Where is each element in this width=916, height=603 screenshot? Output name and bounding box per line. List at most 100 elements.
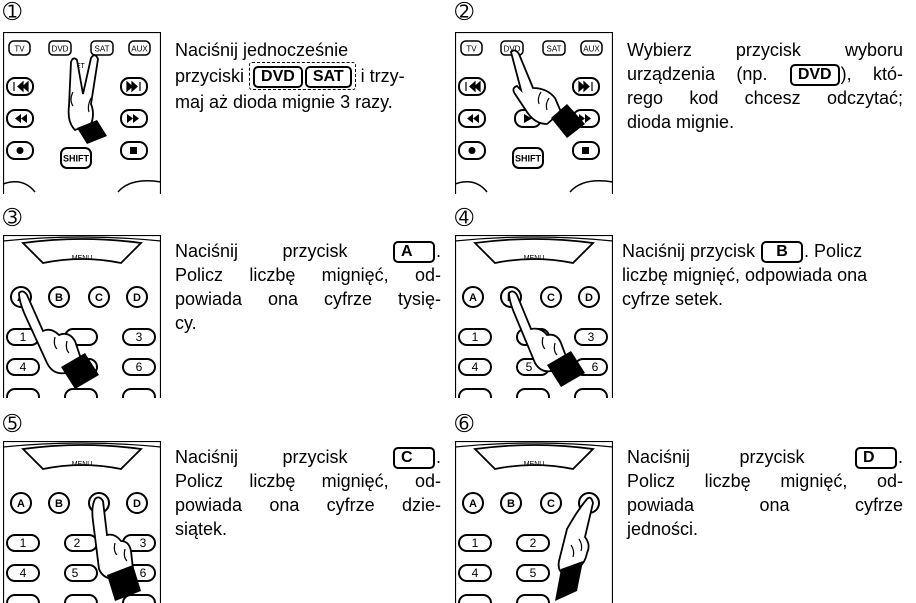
step-1-sat-button: SAT (304, 66, 352, 88)
key-6-label: 6 (136, 360, 143, 374)
step-4-line-2: liczbę mignięć, odpowiada ona (622, 265, 868, 285)
step-2-number: ➁ (455, 0, 474, 25)
key-3-label: 3 (588, 330, 595, 344)
step-2-line-4: dioda mignie. (627, 112, 735, 132)
step-1-number: ➀ (3, 0, 22, 25)
step-3-line-2: Policz liczbę mignięć, od- (175, 265, 441, 285)
menu-key-label: MENU (72, 255, 93, 262)
step-5-line-3: powiada ona cyfrze dzie- (175, 495, 441, 515)
aux-key-label: AUX (131, 45, 148, 54)
step-3-number: ➂ (3, 206, 22, 231)
step-6-line-2: Policz liczbę mignięć, od- (627, 471, 903, 491)
step-4-line-1: Naciśnij przycisk B. Policz (622, 239, 912, 263)
step-6-d-button: D (854, 447, 897, 469)
shift-key-label: SHIFT (515, 154, 542, 164)
key-4-label: 4 (20, 566, 27, 580)
dvd-key-label: DVD (52, 45, 69, 54)
menu-key-label: MENU (72, 461, 93, 468)
key-d-label: D (133, 498, 141, 510)
step-6-line-1-text: Naciśnij przycisk (627, 447, 805, 467)
step-4-number: ➃ (455, 206, 474, 231)
step-2-line-2-text: urządzenia (np. (627, 64, 768, 84)
step-1-line-1: Naciśnij jednocześnie (175, 40, 349, 60)
key-c-label: C (95, 292, 103, 304)
key-a-label: A (17, 498, 25, 510)
key-5-label: 5 (526, 360, 533, 374)
key-2-label: 2 (530, 536, 537, 550)
key-1-label: 1 (472, 330, 479, 344)
step-5-c-button: C (392, 447, 435, 469)
step-2-line-1: Wybierz przycisk wyboru (627, 40, 903, 60)
step-6-number: ➅ (455, 412, 474, 437)
key-3-label: 3 (136, 330, 143, 344)
shift-key-label: SHIFT (63, 154, 90, 164)
step-5-instruction: Naciśnij przycisk C. Policz liczbę migni… (175, 445, 441, 541)
step-1-line-2-text: przyciski (175, 66, 245, 86)
step-2-line-2: urządzenia (np. DVD), któ- (627, 62, 903, 86)
step-5-line-4: siątek. (175, 519, 228, 539)
step-6-line-1: Naciśnij przycisk D. (627, 445, 903, 469)
step-2-remote-illustration: TV DVD SAT AUX SHIFT (455, 32, 613, 194)
step-6-line-1-tail: . (897, 447, 903, 467)
step-2-line-3: rego kod chcesz odczytać; (627, 88, 903, 108)
key-a-label: A (469, 498, 477, 510)
sat-key-label: SAT (95, 45, 110, 54)
key-4-label: 4 (472, 360, 479, 374)
step-1-remote-illustration: TV DVD SAT AUX SET SHIFT (3, 32, 161, 194)
tv-key-label: TV (14, 45, 25, 54)
step-5-line-1-text: Naciśnij przycisk (175, 447, 348, 467)
step-5-remote-illustration: MENU A B C D 1 2 3 4 5 6 (3, 441, 161, 603)
step-6-instruction: Naciśnij przycisk D. Policz liczbę migni… (627, 445, 903, 541)
step-2-dvd-button: DVD (789, 64, 840, 86)
key-c-label: C (547, 498, 555, 510)
key-d-label: D (585, 292, 593, 304)
step-4-remote-illustration: MENU A B C D 1 3 4 5 6 (455, 235, 613, 398)
step-6-line-3: powiada ona cyfrze (627, 495, 903, 515)
step-3-remote-illustration: MENU A B C D 1 3 4 6 (3, 235, 161, 398)
step-4-instruction: Naciśnij przycisk B. Policz liczbę migni… (622, 239, 912, 311)
tv-key-label: TV (466, 45, 477, 54)
step-3-line-1-text: Naciśnij przycisk (175, 241, 348, 261)
key-4-label: 4 (472, 566, 479, 580)
step-1-dvd-button: DVD (253, 66, 303, 88)
step-3-line-1-tail: . (435, 241, 441, 261)
step-2-line-2-tail: ), któ- (840, 64, 903, 84)
aux-key-label: AUX (583, 45, 600, 54)
key-1-label: 1 (20, 330, 27, 344)
step-3-line-1: Naciśnij przycisk A. (175, 239, 441, 263)
step-3-line-4: cy. (175, 313, 197, 333)
key-1-label: 1 (20, 536, 27, 550)
key-5-label: 5 (530, 566, 537, 580)
key-b-label: B (507, 498, 515, 510)
step-6-remote-illustration: MENU A B C D 1 2 4 5 (455, 441, 613, 603)
step-2-instruction: Wybierz przycisk wyboru urządzenia (np. … (627, 38, 903, 134)
step-4-b-button: B (761, 241, 804, 263)
key-6-label: 6 (592, 360, 599, 374)
step-3-instruction: Naciśnij przycisk A. Policz liczbę migni… (175, 239, 441, 335)
key-1-label: 1 (472, 536, 479, 550)
key-4-label: 4 (20, 360, 27, 374)
step-4-line-3: cyfrze setek. (622, 289, 724, 309)
step-4-line-1-text: Naciśnij przycisk (622, 241, 756, 261)
menu-key-label: MENU (524, 255, 545, 262)
step-1-line-2-tail: i trzy- (360, 66, 405, 86)
key-b-label: B (55, 292, 63, 304)
step-1-line-3: maj aż dioda mignie 3 razy. (175, 92, 393, 112)
key-a-label: A (469, 292, 477, 304)
key-2-label: 2 (74, 536, 81, 550)
menu-key-label: MENU (524, 461, 545, 468)
step-3-line-3: powiada ona cyfrze tysię- (175, 289, 441, 309)
key-d-label: D (133, 292, 141, 304)
step-4-line-1-tail: . Policz (804, 241, 863, 261)
sat-key-label: SAT (547, 45, 562, 54)
dvd-key-label: DVD (504, 45, 521, 54)
key-b-label: B (55, 498, 63, 510)
step-5-line-2: Policz liczbę mignięć, od- (175, 471, 441, 491)
step-3-a-button: A (392, 241, 435, 263)
key-3-label: 3 (140, 536, 147, 550)
step-5-line-1: Naciśnij przycisk C. (175, 445, 441, 469)
step-5-line-1-tail: . (435, 447, 441, 467)
